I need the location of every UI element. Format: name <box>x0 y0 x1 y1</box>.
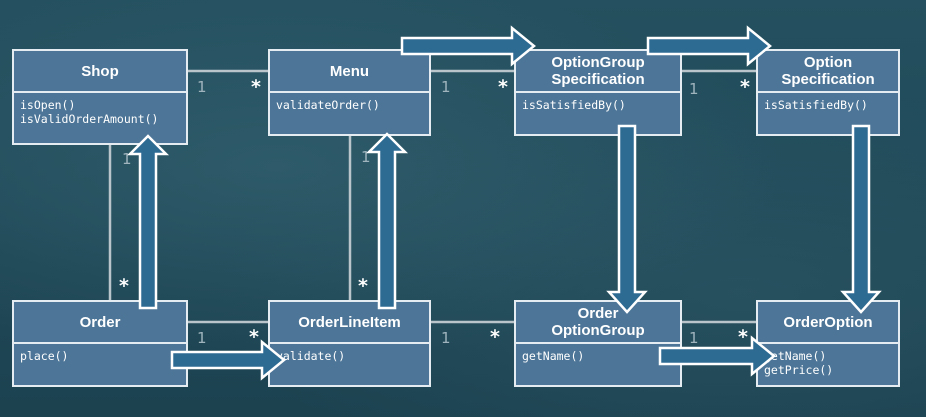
class-methods: validate() <box>270 344 429 368</box>
multiplicity-many: * <box>249 326 259 348</box>
multiplicity-one: 1 <box>197 329 207 347</box>
class-methods: validateOrder() <box>270 93 429 117</box>
multiplicity-many: * <box>251 76 261 98</box>
method: place() <box>20 349 69 363</box>
class-methods: isSatisfiedBy() <box>758 93 898 117</box>
flow-arrow-down <box>606 124 648 314</box>
class-order-line-item[interactable]: OrderLineItem validate() <box>268 300 431 387</box>
multiplicity-many: * <box>740 76 750 98</box>
flow-arrow-right <box>400 25 536 67</box>
multiplicity-many: * <box>498 76 508 98</box>
flow-arrow-right <box>658 335 776 377</box>
multiplicity-one: 1 <box>197 78 207 96</box>
class-name: OptionGroup Specification <box>516 51 680 93</box>
class-name: OrderLineItem <box>270 302 429 344</box>
flow-arrow-right <box>646 25 772 67</box>
method: validate() <box>276 349 346 363</box>
multiplicity-many: * <box>358 275 368 297</box>
class-methods: isOpen() isValidOrderAmount() <box>14 93 186 131</box>
method: getName() <box>522 349 585 363</box>
class-methods: place() <box>14 344 186 368</box>
class-option-specification[interactable]: Option Specification isSatisfiedBy() <box>756 49 900 136</box>
multiplicity-one: 1 <box>689 80 699 98</box>
multiplicity-one: 1 <box>441 329 451 347</box>
class-name: Order OptionGroup <box>516 302 680 344</box>
method: isSatisfiedBy() <box>764 98 868 112</box>
flow-arrow-up <box>126 134 170 310</box>
class-name: Shop <box>14 51 186 93</box>
flow-arrow-right <box>170 339 286 381</box>
class-order-option-group[interactable]: Order OptionGroup getName() <box>514 300 682 387</box>
class-name: Menu <box>270 51 429 93</box>
method: isSatisfiedBy() <box>522 98 626 112</box>
class-menu[interactable]: Menu validateOrder() <box>268 49 431 136</box>
multiplicity-many: * <box>119 275 129 297</box>
class-shop[interactable]: Shop isOpen() isValidOrderAmount() <box>12 49 188 145</box>
flow-arrow-up <box>365 132 409 310</box>
multiplicity-one: 1 <box>122 150 132 168</box>
method: isOpen() <box>20 98 76 112</box>
class-option-group-specification[interactable]: OptionGroup Specification isSatisfiedBy(… <box>514 49 682 136</box>
method: validateOrder() <box>276 98 380 112</box>
flow-arrow-down <box>840 124 882 314</box>
class-order-option[interactable]: OrderOption getName() getPrice() <box>756 300 900 387</box>
method: getPrice() <box>764 363 834 377</box>
class-order[interactable]: Order place() <box>12 300 188 387</box>
class-name: Option Specification <box>758 51 898 93</box>
class-methods: getName() <box>516 344 680 368</box>
method: getName() <box>764 349 827 363</box>
multiplicity-one: 1 <box>361 148 371 166</box>
class-name: Order <box>14 302 186 344</box>
class-methods: isSatisfiedBy() <box>516 93 680 117</box>
class-methods: getName() getPrice() <box>758 344 898 382</box>
multiplicity-many: * <box>738 326 748 348</box>
class-name: OrderOption <box>758 302 898 344</box>
multiplicity-one: 1 <box>689 329 699 347</box>
multiplicity-many: * <box>490 326 500 348</box>
method: isValidOrderAmount() <box>20 112 159 126</box>
multiplicity-one: 1 <box>441 78 451 96</box>
